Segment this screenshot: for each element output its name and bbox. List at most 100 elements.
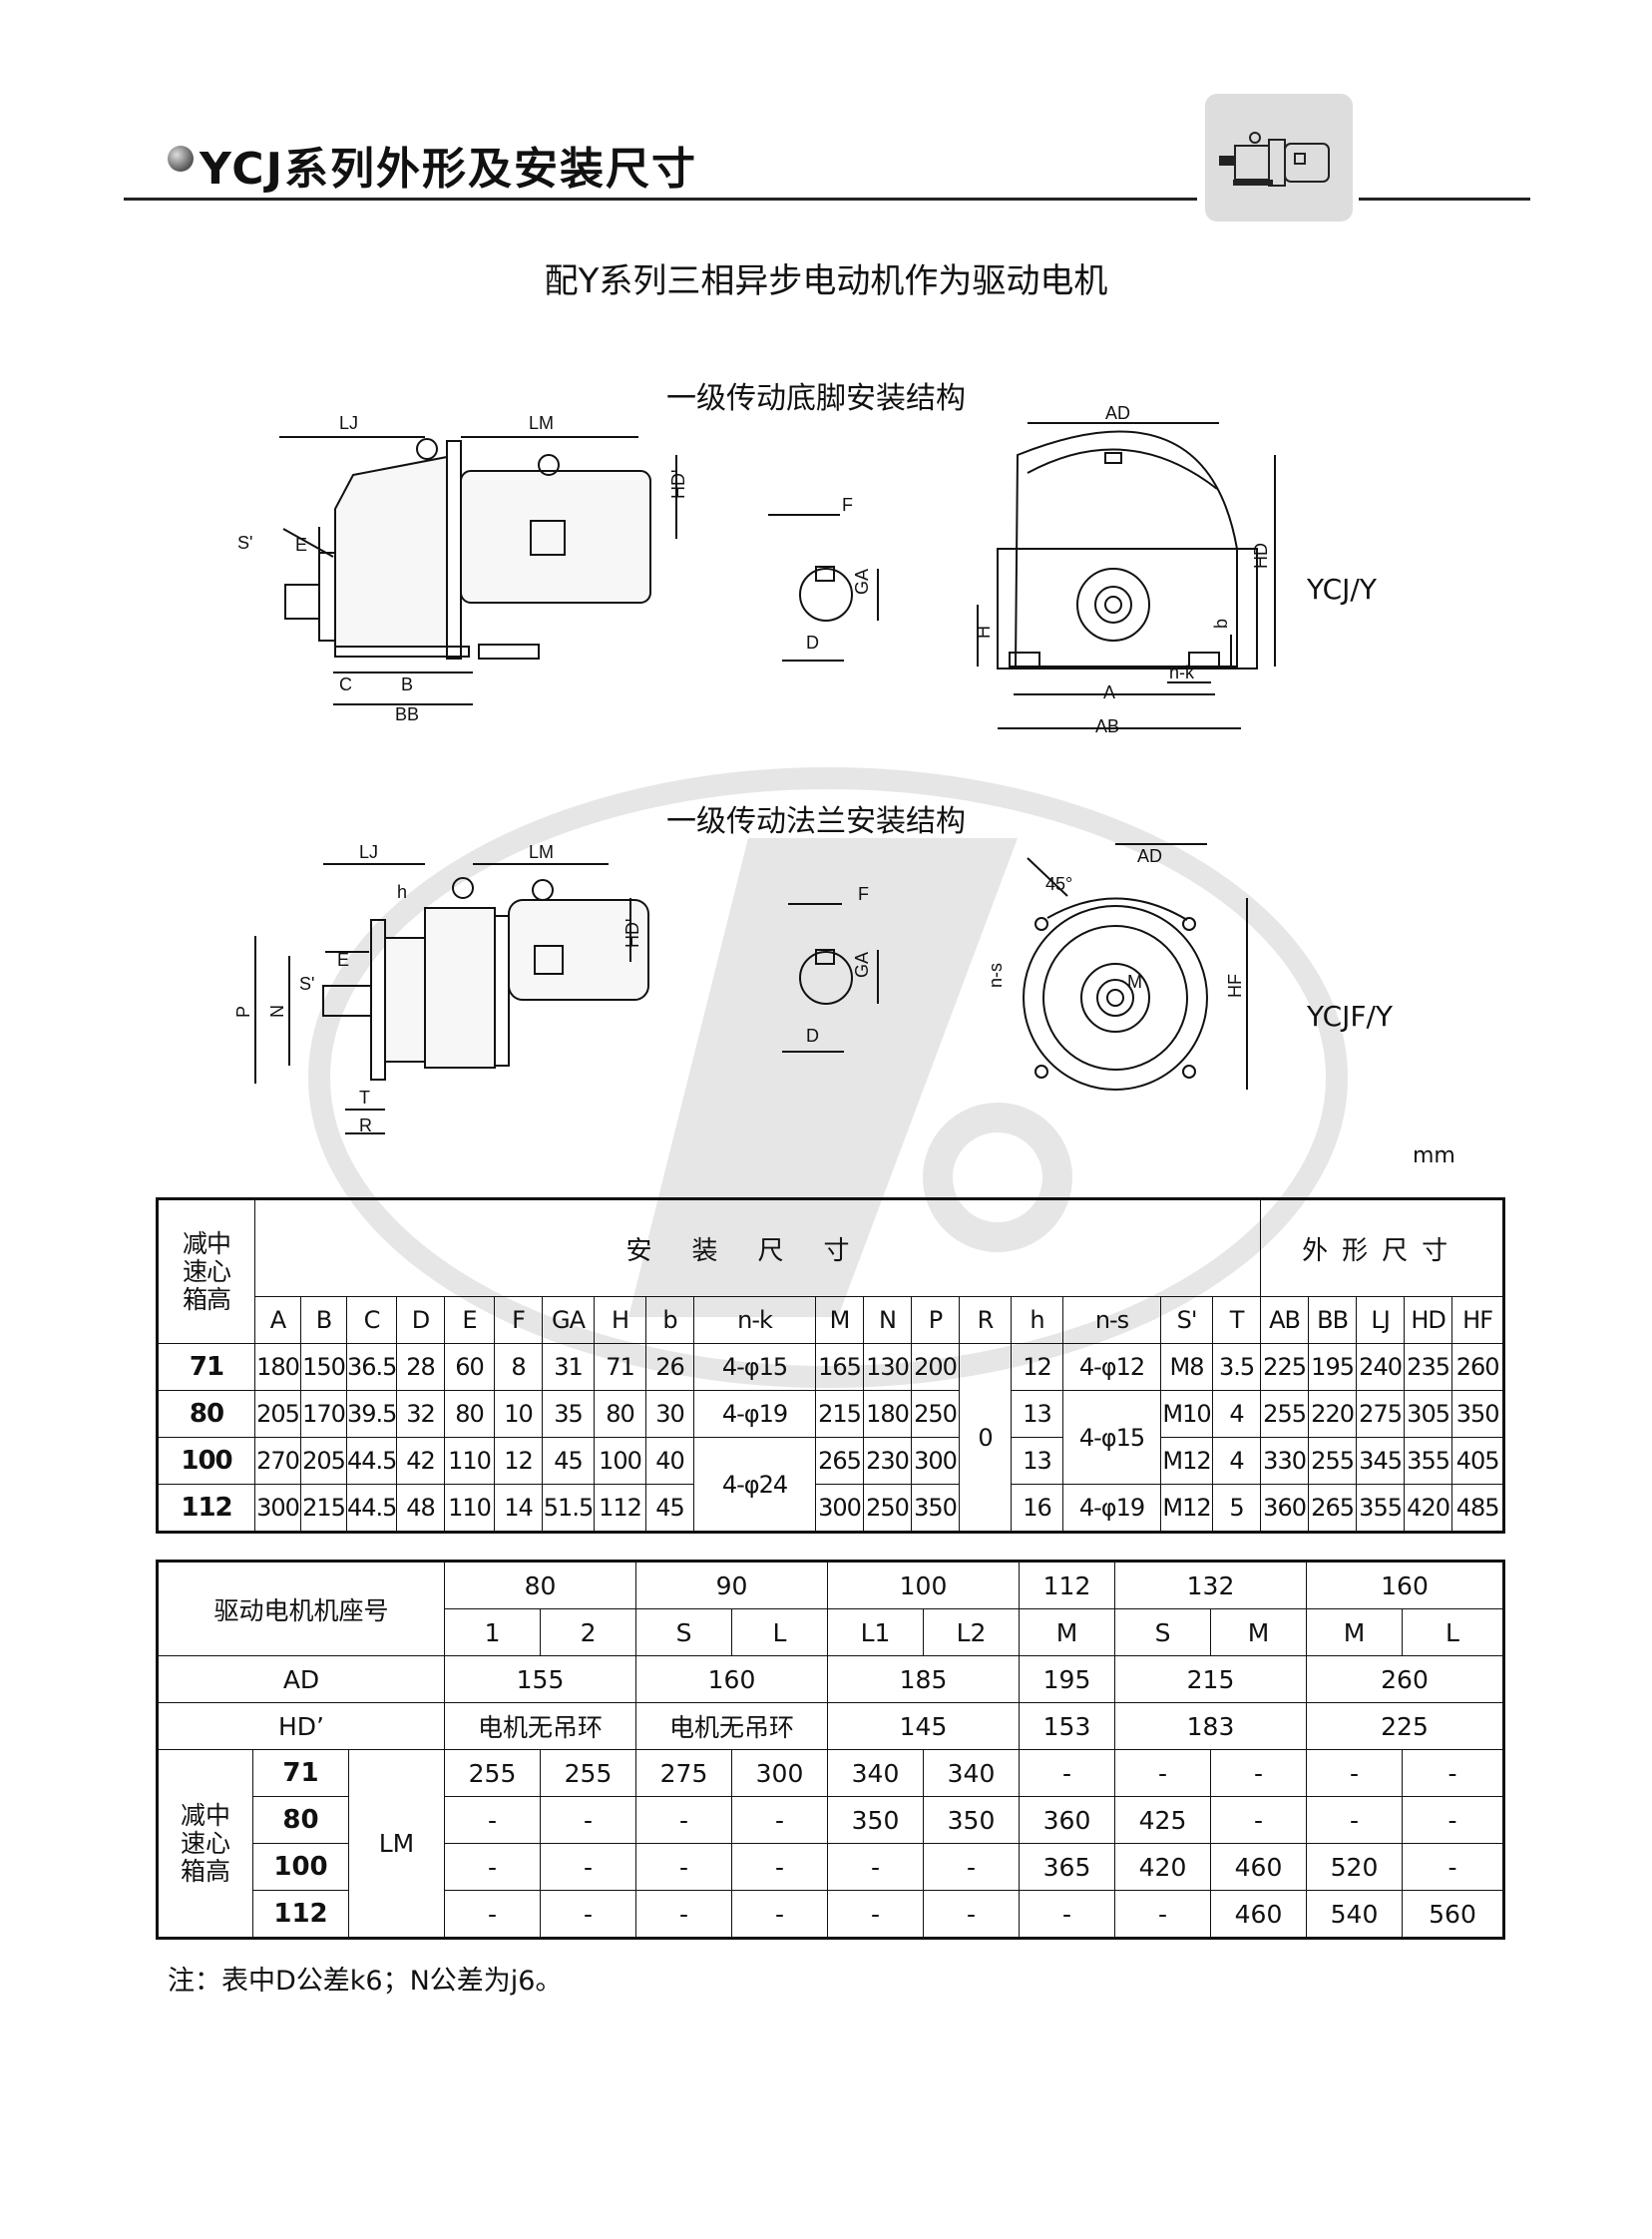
dim-label: AD — [1105, 403, 1130, 423]
install-dimension-table: 减中速心箱高 安装尺寸 外形尺寸 A B C D E F GA H b n-k … — [156, 1197, 1506, 1534]
table-cell: 215 — [300, 1484, 347, 1533]
table-cell: 340 — [827, 1749, 925, 1797]
table-cell: 130 — [863, 1343, 912, 1391]
table-cell: - — [1210, 1749, 1308, 1797]
table-cell: 200 — [911, 1343, 960, 1391]
column-header: AB — [1260, 1296, 1310, 1344]
dim-label: R — [359, 1116, 372, 1135]
table-cell: 170 — [300, 1390, 347, 1438]
header-bullet-icon — [168, 146, 194, 172]
table-cell: - — [827, 1843, 925, 1891]
column-header: D — [396, 1296, 445, 1344]
table-cell: 4-φ19 — [1062, 1484, 1161, 1533]
table-cell: 350 — [923, 1796, 1021, 1844]
table-cell: 230 — [863, 1437, 912, 1485]
table-cell: 255 — [540, 1749, 637, 1797]
table-cell: - — [923, 1890, 1021, 1939]
row-header-size: 减中速心箱高 — [157, 1198, 255, 1344]
unit-label: mm — [1413, 1143, 1455, 1168]
table-cell: - — [1306, 1796, 1404, 1844]
table-cell: M10 — [1160, 1390, 1213, 1438]
table-cell: - — [444, 1796, 542, 1844]
dim-label: A — [1103, 682, 1115, 702]
table-row: 112 300 215 44.5 48 110 14 51.5 112 45 3… — [157, 1484, 1505, 1533]
dim-label: HF — [1225, 974, 1245, 998]
table-cell: 300 — [731, 1749, 829, 1797]
table-cell: 12 — [1011, 1343, 1063, 1391]
table-cell: - — [444, 1843, 542, 1891]
dim-label: LJ — [339, 413, 358, 433]
table-cell: 160 — [635, 1655, 829, 1703]
dim-label: HD — [1251, 543, 1271, 569]
group-header-outline: 外形尺寸 — [1260, 1198, 1505, 1297]
column-header: HF — [1451, 1296, 1505, 1344]
table-cell: 425 — [1114, 1796, 1212, 1844]
table-cell: 340 — [923, 1749, 1021, 1797]
frame-header: 132 — [1114, 1561, 1308, 1609]
table-cell: 60 — [444, 1343, 495, 1391]
table-cell: 13 — [1011, 1437, 1063, 1485]
column-header: N — [863, 1296, 912, 1344]
frame-subheader: L — [1402, 1608, 1505, 1656]
table-cell: 80 — [444, 1390, 495, 1438]
header-rule-right — [1359, 198, 1530, 201]
frame-subheader: M — [1210, 1608, 1308, 1656]
row-header-size: 减中速心箱高 — [157, 1749, 253, 1939]
table-cell: 110 — [444, 1437, 495, 1485]
table-cell: 26 — [645, 1343, 694, 1391]
table-cell: 220 — [1308, 1390, 1358, 1438]
column-header: H — [594, 1296, 646, 1344]
table-cell: 460 — [1210, 1890, 1308, 1939]
table-cell: - — [731, 1843, 829, 1891]
column-header: R — [959, 1296, 1012, 1344]
table-cell: 540 — [1306, 1890, 1404, 1939]
table-cell: 145 — [827, 1702, 1021, 1750]
table-cell: 260 — [1306, 1655, 1505, 1703]
frame-label: 驱动电机机座号 — [156, 1561, 446, 1656]
dim-label: LM — [529, 413, 554, 433]
dim-label: GA — [852, 569, 872, 595]
table-cell: 225 — [1260, 1343, 1310, 1391]
table-cell: M8 — [1160, 1343, 1213, 1391]
table-cell: 4 — [1211, 1390, 1262, 1438]
dim-label: AB — [1095, 716, 1119, 736]
table-row: AD 155 160 185 195 215 260 — [156, 1655, 1505, 1703]
table-cell: 240 — [1356, 1343, 1406, 1391]
table-cell: - — [1402, 1749, 1505, 1797]
table-cell: - — [1114, 1749, 1212, 1797]
footnote: 注：表中D公差k6；N公差为j6。 — [168, 1966, 563, 1997]
table-cell: 235 — [1404, 1343, 1453, 1391]
dim-label: b — [1211, 619, 1231, 629]
table-cell: 355 — [1404, 1437, 1453, 1485]
row-size: 80 — [252, 1796, 349, 1844]
table-cell: M12 — [1160, 1437, 1213, 1485]
dim-label: HD' — [622, 919, 642, 948]
table-cell: 205 — [300, 1437, 347, 1485]
table-cell: 150 — [300, 1343, 347, 1391]
dim-label: 45° — [1045, 874, 1072, 894]
table-cell: 183 — [1114, 1702, 1308, 1750]
table-cell: - — [923, 1843, 1021, 1891]
table-cell: 39.5 — [346, 1390, 397, 1438]
table-cell: 8 — [494, 1343, 543, 1391]
frame-subheader: L — [731, 1608, 829, 1656]
dim-label: F — [858, 884, 869, 904]
table-cell: 205 — [254, 1390, 301, 1438]
dim-label: H — [974, 626, 994, 639]
row-size: 112 — [157, 1484, 255, 1533]
table-cell: 350 — [1451, 1390, 1505, 1438]
table-cell: 560 — [1402, 1890, 1505, 1939]
column-header: F — [494, 1296, 543, 1344]
foot-mount-section-title: 一级传动底脚安装结构 — [666, 381, 966, 416]
table-cell: 180 — [254, 1343, 301, 1391]
table-cell: 360 — [1260, 1484, 1310, 1533]
table-cell: 265 — [1308, 1484, 1358, 1533]
table-row: 71 180 150 36.5 28 60 8 31 71 26 4-φ15 1… — [157, 1343, 1505, 1533]
row-size: 80 — [157, 1390, 255, 1438]
table-cell: 185 — [827, 1655, 1021, 1703]
table-cell: 13 — [1011, 1390, 1063, 1438]
table-cell: 80 — [594, 1390, 646, 1438]
table-cell: 350 — [827, 1796, 925, 1844]
table-cell: 350 — [911, 1484, 960, 1533]
frame-subheader: M — [1306, 1608, 1404, 1656]
